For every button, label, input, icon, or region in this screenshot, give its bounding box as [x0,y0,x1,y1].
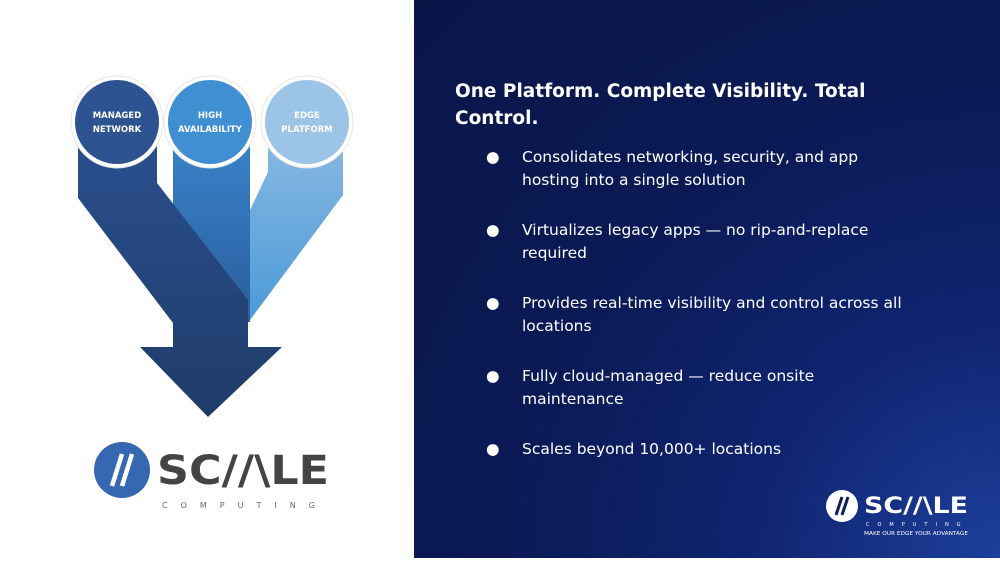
circle-label: HIGH [198,111,222,121]
bullet-item: ● Virtualizes legacy apps — no rip-and-re… [486,219,906,265]
bullet-text: Provides real-time visibility and contro… [522,294,902,335]
bullet-icon: ● [486,367,500,385]
circle-label: EDGE [294,111,320,121]
logo-wordmark: SC//\LE [157,448,329,494]
bullet-icon: ● [486,148,500,166]
circle-high-availability: HIGH AVAILABILITY [163,75,257,169]
bullet-icon: ● [486,440,500,458]
bullet-list: ● Consolidates networking, security, and … [486,146,906,488]
bullet-item: ● Scales beyond 10,000+ locations [486,438,906,461]
circle-label: AVAILABILITY [178,125,243,135]
slide-title: One Platform. Complete Visibility. Total… [455,81,866,129]
logo-wordmark: SC//\LE [864,494,968,519]
bullet-item: ● Consolidates networking, security, and … [486,146,906,192]
bullet-item: ● Provides real-time visibility and contr… [486,292,906,338]
circle-edge-platform: EDGE PLATFORM [260,75,354,169]
scale-computing-logo-small: SC//\LE COMPUTING MAKE OUR EDGE YOUR ADV… [826,490,969,537]
logo-subtext: COMPUTING [866,522,969,528]
logo-tagline: MAKE OUR EDGE YOUR ADVANTAGE [864,531,968,537]
arrow-managed-network [78,122,282,417]
scale-computing-logo: SC//\LE COMPUTING [94,442,329,510]
converging-arrows-diagram: MANAGED NETWORK HIGH AVAILABILITY EDGE P… [70,75,354,510]
logo-subtext: COMPUTING [162,501,328,510]
bullet-text: Consolidates networking, security, and a… [522,148,859,189]
bullet-text: Scales beyond 10,000+ locations [522,440,782,458]
circle-managed-network: MANAGED NETWORK [70,75,164,169]
bullet-icon: ● [486,221,500,239]
circle-label: MANAGED [93,111,142,121]
circle-label: PLATFORM [281,125,332,135]
right-panel: One Platform. Complete Visibility. Total… [414,0,1000,558]
arrow-edge-platform [250,122,343,320]
bullet-text: Virtualizes legacy apps — no rip-and-rep… [522,221,869,262]
bullet-text: Fully cloud-managed — reduce onsite main… [522,367,815,408]
bullet-item: ● Fully cloud-managed — reduce onsite mai… [486,365,906,411]
left-panel: MANAGED NETWORK HIGH AVAILABILITY EDGE P… [0,0,414,558]
bullet-icon: ● [486,294,500,312]
circle-label: NETWORK [93,125,142,135]
